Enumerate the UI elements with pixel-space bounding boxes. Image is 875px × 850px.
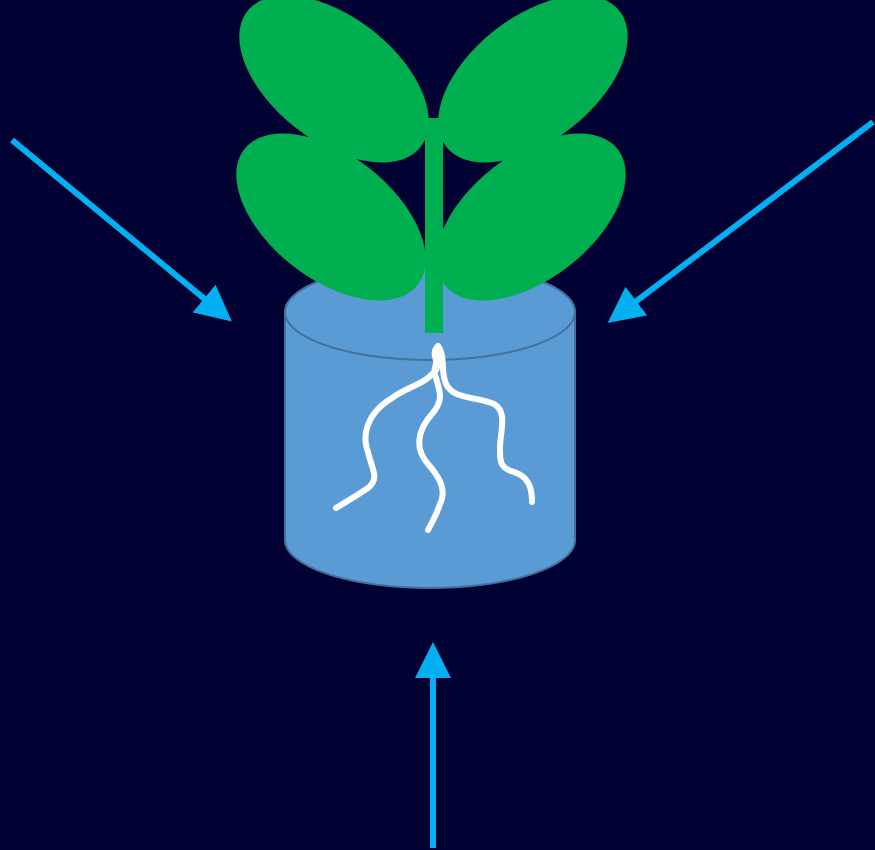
stem bbox=[425, 118, 443, 333]
